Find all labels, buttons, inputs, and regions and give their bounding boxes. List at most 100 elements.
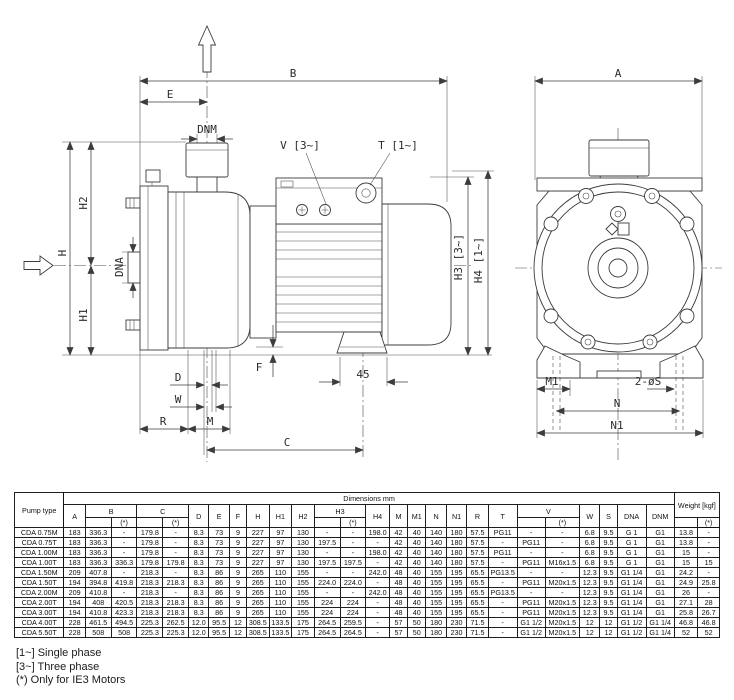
dim-cell: G1 1/2 [516, 627, 546, 638]
dim-cell: 9 [228, 587, 248, 598]
dim-label-H3: H3 [3~] [452, 234, 465, 280]
dim-cell: 140 [425, 557, 447, 568]
dim-cell: 130 [291, 527, 315, 538]
dim-cell: 8.3 [188, 547, 210, 558]
dim-cell: - [516, 587, 546, 598]
dim-cell: 265 [246, 567, 270, 578]
pump-type-cell: CDA 4.00T [13, 617, 65, 628]
col-B: B [84, 504, 138, 518]
dim-cell: 197.5 [313, 537, 341, 548]
dim-cell: 494.5 [110, 617, 138, 628]
dim-cell: 224.0 [339, 577, 367, 588]
dim-cell: 9 [228, 557, 248, 568]
col-W: W [579, 504, 601, 528]
dim-cell: 259.5 [339, 617, 367, 628]
dim-cell: 218.3 [136, 577, 164, 588]
dim-cell: 48 [388, 567, 409, 578]
dim-cell: 40 [407, 547, 427, 558]
dim-cell: 25.8 [673, 607, 699, 618]
col-V-plain [516, 517, 546, 528]
dim-cell: 9 [228, 577, 248, 588]
dim-cell: 227 [246, 547, 270, 558]
dim-cell: 40 [407, 597, 427, 608]
col-B-star: (*) [110, 517, 138, 528]
dim-cell: G1 1/4 [616, 597, 647, 608]
dim-cell: 42 [388, 527, 409, 538]
dim-cell: 40 [407, 537, 427, 548]
dim-cell: 180 [445, 537, 468, 548]
discharge-flow-arrow-icon [197, 24, 217, 73]
dim-cell: - [487, 577, 518, 588]
dim-cell: 224 [339, 597, 367, 608]
dim-cell: 97 [268, 547, 293, 558]
dim-cell: - [487, 537, 518, 548]
dim-cell: 228 [63, 627, 86, 638]
dim-cell: G1 1/2 [516, 617, 546, 628]
dim-cell: 9.5 [599, 527, 618, 538]
dim-cell: - [544, 527, 581, 538]
dim-cell: 57.5 [466, 547, 489, 558]
pump-type-header: Pump type [13, 492, 65, 528]
col-H4: H4 [365, 504, 390, 528]
dim-cell: 50 [407, 617, 427, 628]
dim-cell: 28 [697, 597, 720, 608]
col-V-star: (*) [544, 517, 581, 528]
dim-cell: G1 1/4 [616, 587, 647, 598]
dim-cell: - [544, 587, 581, 598]
dim-cell: 140 [425, 527, 447, 538]
dim-cell: 180 [445, 547, 468, 558]
dim-cell: 9 [228, 567, 248, 578]
dim-cell: 97 [268, 527, 293, 538]
dim-cell: 179.8 [136, 527, 164, 538]
dim-cell: 308.5 [246, 627, 270, 638]
dim-cell: 8.3 [188, 557, 210, 568]
foot-slot-lines [552, 356, 684, 432]
dim-cell: 26 [673, 587, 699, 598]
dim-cell: 8.3 [188, 527, 210, 538]
dim-cell: - [365, 597, 390, 608]
dim-cell: - [697, 567, 720, 578]
dim-cell: 180 [445, 527, 468, 538]
dim-cell: 336.3 [84, 527, 112, 538]
dim-cell: 15 [697, 557, 720, 568]
dim-cell: 155 [425, 577, 447, 588]
dim-cell: 461.5 [84, 617, 112, 628]
col-C-star: (*) [162, 517, 190, 528]
dim-cell: 180 [445, 557, 468, 568]
dim-cell: G1 1/4 [645, 627, 675, 638]
dim-cell: 110 [268, 597, 293, 608]
dim-cell: 180 [425, 627, 447, 638]
dim-cell: PG11 [516, 607, 546, 618]
dim-cell: 9.5 [599, 587, 618, 598]
dim-cell: 194 [63, 577, 86, 588]
dim-cell: 242.0 [365, 567, 390, 578]
dim-cell: G1 1/4 [616, 607, 647, 618]
col-E: E [208, 504, 230, 528]
dim-cell: 230 [445, 627, 468, 638]
dim-cell: 264.5 [313, 617, 341, 628]
dim-cell: 218.3 [136, 607, 164, 618]
dim-cell: 9.5 [599, 537, 618, 548]
dim-cell: - [487, 617, 518, 628]
pump-type-cell: CDA 2.00T [13, 597, 65, 608]
col-DNM: DNM [645, 504, 675, 528]
pump-technical-drawing: B E DNM H H2 H1 [23, 24, 722, 462]
dim-cell: - [339, 547, 367, 558]
dim-cell: 46.8 [673, 617, 699, 628]
note-ie3: (*) Only for IE3 Motors [16, 674, 126, 686]
dim-cell: 12.3 [579, 607, 601, 618]
dim-cell: 6.8 [579, 547, 601, 558]
pump-casing [167, 191, 251, 349]
cable-gland-T [355, 182, 377, 204]
pump-type-cell: CDA 1.00M [13, 547, 65, 558]
dim-cell: 110 [268, 587, 293, 598]
col-H3: H3 [313, 504, 367, 518]
dim-cell: 9.5 [599, 607, 618, 618]
dim-cell: G1 1/4 [616, 567, 647, 578]
dim-cell: 110 [268, 567, 293, 578]
dim-cell: 420.5 [110, 597, 138, 608]
dim-cell: 224 [313, 607, 341, 618]
fan-cover [381, 203, 452, 346]
dim-cell: 508 [110, 627, 138, 638]
